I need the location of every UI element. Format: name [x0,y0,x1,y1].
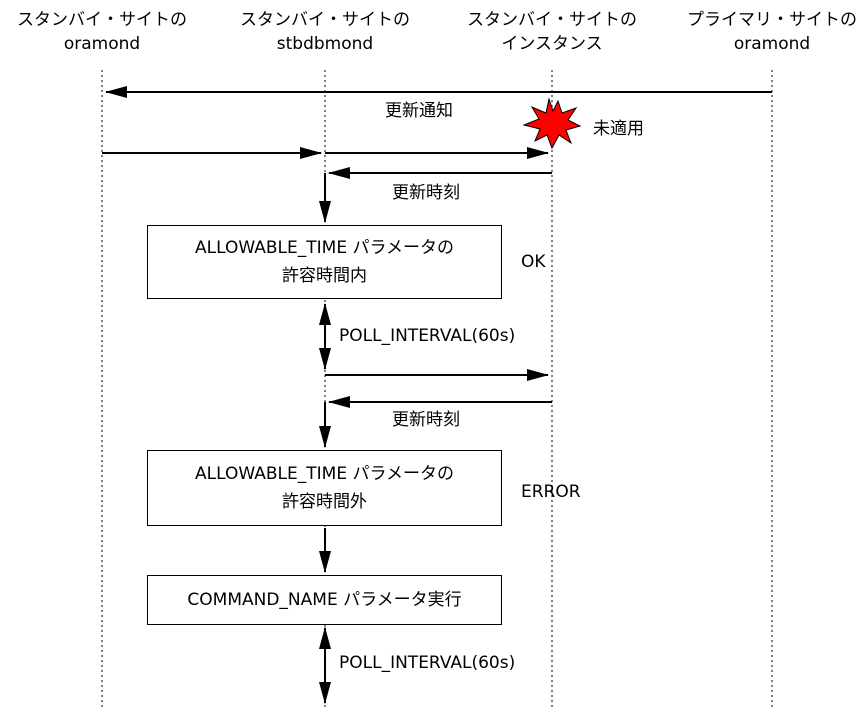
label-update-notice: 更新通知 [385,101,453,121]
lane-header-line1: スタンバイ・サイトの [240,10,410,30]
box-line1: ALLOWABLE_TIME パラメータの [195,464,454,484]
label-error: ERROR [521,482,581,502]
box-allowable-time-within: ALLOWABLE_TIME パラメータの 許容時間内 [147,225,502,299]
lane-header-line1: スタンバイ・サイトの [17,10,187,30]
box-command-name: COMMAND_NAME パラメータ実行 [147,575,502,625]
box-line2: 許容時間外 [282,492,367,512]
lane-header-standby-oramond: スタンバイ・サイトの oramond [2,8,202,56]
lane-header-line2: oramond [733,34,811,54]
label-poll-interval-1: POLL_INTERVAL(60s) [339,326,516,346]
box-allowable-time-outside: ALLOWABLE_TIME パラメータの 許容時間外 [147,450,502,526]
lane-header-line1: プライマリ・サイトの [687,10,857,30]
box-line1: ALLOWABLE_TIME パラメータの [195,238,454,258]
label-not-applied: 未適用 [593,119,644,139]
lane-header-standby-instance: スタンバイ・サイトの インスタンス [452,8,652,56]
label-poll-interval-2: POLL_INTERVAL(60s) [339,653,516,673]
box-line1: COMMAND_NAME パラメータ実行 [187,590,462,610]
label-update-time-1: 更新時刻 [392,183,460,203]
box-line2: 許容時間内 [282,266,367,286]
burst-icon [522,97,582,150]
lane-header-line1: スタンバイ・サイトの [467,10,637,30]
lane-header-line2: oramond [63,34,141,54]
label-ok: OK [521,252,546,272]
label-update-time-2: 更新時刻 [392,410,460,430]
lane-header-primary-oramond: プライマリ・サイトの oramond [672,8,864,56]
lane-header-line2: インスタンス [501,34,603,54]
lane-header-standby-stbdbmond: スタンバイ・サイトの stbdbmond [225,8,425,56]
lane-header-line2: stbdbmond [276,34,374,54]
